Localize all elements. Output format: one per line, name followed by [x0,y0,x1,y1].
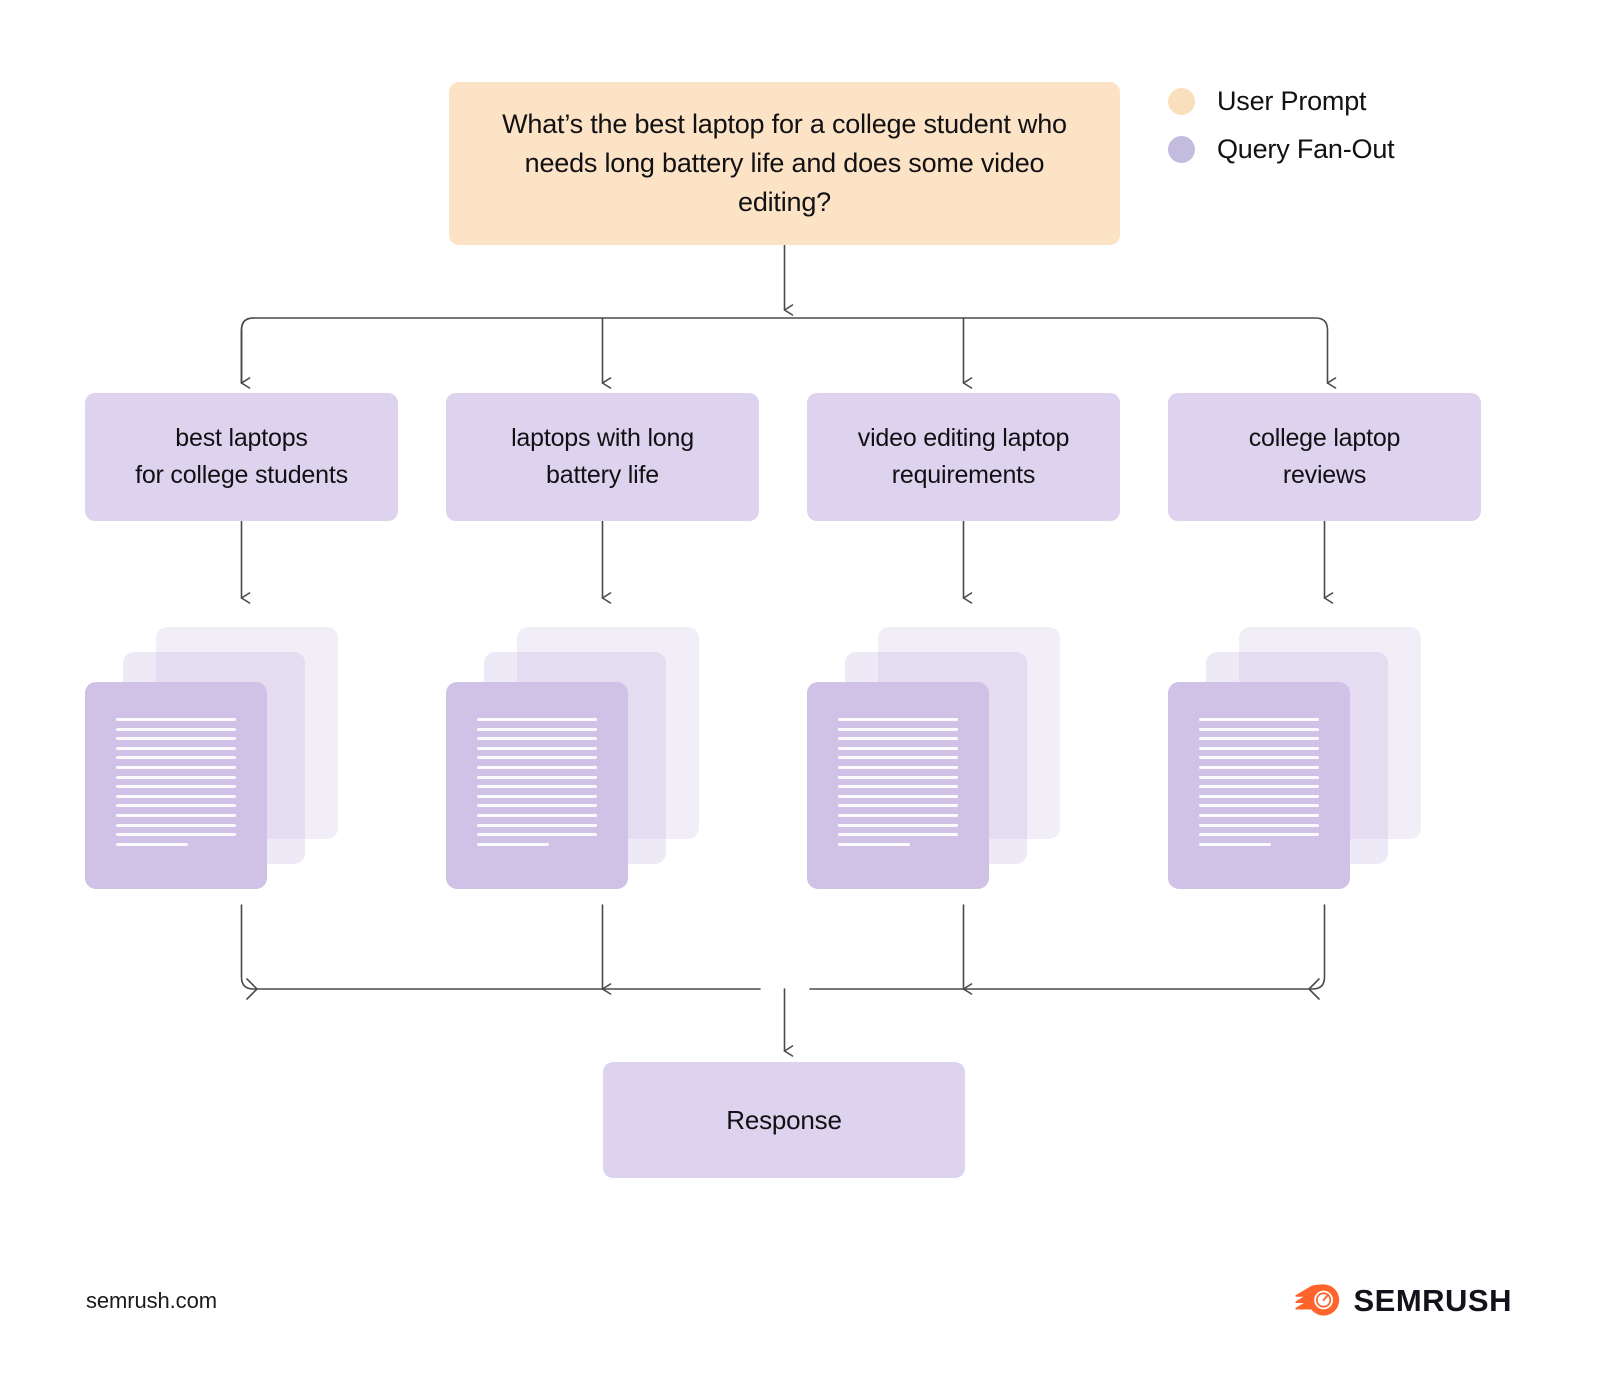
document-text-lines [1199,718,1319,846]
document-line [116,833,236,837]
document-line [116,804,236,808]
document-line [838,833,958,837]
document-line [477,737,597,741]
document-card-front [446,682,628,889]
document-line [1199,775,1319,779]
document-line [477,804,597,808]
document-line [838,823,958,827]
document-line [838,727,958,731]
document-line [838,785,958,789]
document-line [477,746,597,750]
document-line [838,775,958,779]
document-line [116,737,236,741]
legend: User Prompt Query Fan-Out [1168,86,1395,165]
document-line [116,823,236,827]
document-card-front [1168,682,1350,889]
document-line [477,794,597,798]
documents-battery-life [446,627,736,889]
legend-item-user-prompt: User Prompt [1168,86,1394,117]
semrush-logo: SEMRUSH [1294,1283,1512,1317]
document-line [116,718,236,721]
response-box: Response [603,1062,965,1178]
document-line [1199,813,1319,817]
document-line [838,718,958,721]
footer-site-url: semrush.com [86,1288,217,1313]
document-line [477,785,597,789]
document-card-front [807,682,989,889]
document-line [477,727,597,731]
semrush-wordmark: SEMRUSH [1353,1282,1512,1318]
legend-item-query-fan-out: Query Fan-Out [1168,134,1395,165]
legend-label-query-fan-out: Query Fan-Out [1217,134,1395,164]
document-line [477,813,597,817]
document-line [838,737,958,741]
legend-label-user-prompt: User Prompt [1217,86,1367,116]
document-line [838,794,958,798]
circle-icon [1168,88,1195,115]
document-line [838,842,910,846]
document-line [1199,794,1319,798]
document-line [477,833,597,837]
document-line [1199,785,1319,789]
document-line [116,813,236,817]
document-text-lines [838,718,958,846]
document-line [838,746,958,750]
document-line [477,823,597,827]
documents-college-reviews [1168,627,1458,889]
document-line [1199,833,1319,837]
document-line [838,756,958,760]
document-line [1199,842,1271,846]
document-line [838,813,958,817]
semrush-mark-icon [1295,1284,1340,1316]
document-line [477,756,597,760]
document-line [1199,804,1319,808]
document-line [477,775,597,779]
document-line [1199,823,1319,827]
document-line [1199,718,1319,721]
document-line [116,842,188,846]
document-line [1199,765,1319,769]
document-line [116,794,236,798]
document-line [477,718,597,721]
document-line [116,727,236,731]
document-text-lines [116,718,236,846]
document-line [1199,756,1319,760]
user-prompt-text: What’s the best laptop for a college stu… [502,108,1067,218]
document-line [116,785,236,789]
document-line [1199,737,1319,741]
document-line [1199,746,1319,750]
document-card-front [85,682,267,889]
document-line [116,775,236,779]
document-line [116,746,236,750]
document-line [477,842,549,846]
documents-video-editing [807,627,1097,889]
circle-icon [1168,136,1195,163]
response-label: Response [726,1104,842,1135]
document-line [1199,727,1319,731]
document-line [116,765,236,769]
document-line [838,765,958,769]
document-line [838,804,958,808]
user-prompt-box: What’s the best laptop for a college stu… [449,82,1120,245]
document-line [477,765,597,769]
document-line [116,756,236,760]
documents-best-laptops [85,627,375,889]
document-text-lines [477,718,597,846]
